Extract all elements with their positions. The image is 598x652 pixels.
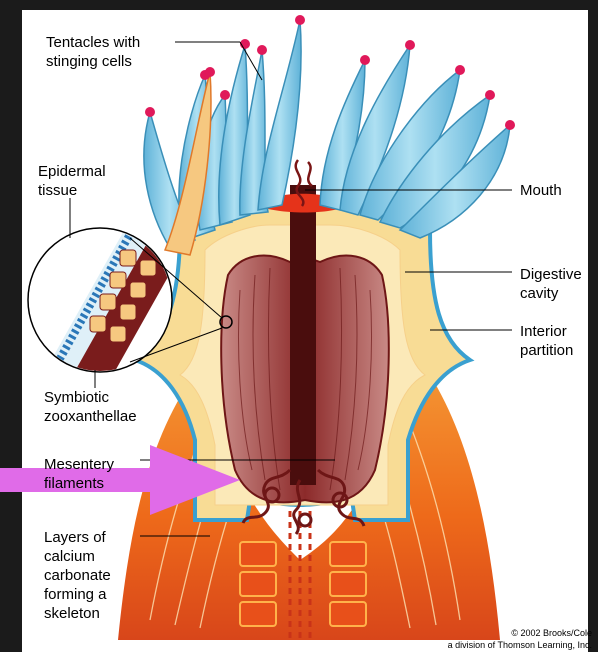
copyright-line-2: a division of Thomson Learning, Inc.	[420, 640, 592, 651]
label-mesentery-filaments: Mesentery filaments	[44, 455, 114, 493]
copyright-line-1: © 2002 Brooks/Cole	[420, 628, 592, 639]
label-tentacles: Tentacles with stinging cells	[46, 33, 140, 71]
pharynx	[290, 185, 316, 485]
label-epidermal-tissue: Epidermal tissue	[38, 162, 106, 200]
label-digestive-cavity: Digestive cavity	[520, 265, 582, 303]
label-interior-partition: Interior partition	[520, 322, 573, 360]
label-symbiotic-zooxanthellae: Symbiotic zooxanthellae	[44, 388, 137, 426]
label-mouth: Mouth	[520, 181, 562, 200]
label-layers-calcium-carbonate: Layers of calcium carbonate forming a sk…	[44, 528, 111, 623]
